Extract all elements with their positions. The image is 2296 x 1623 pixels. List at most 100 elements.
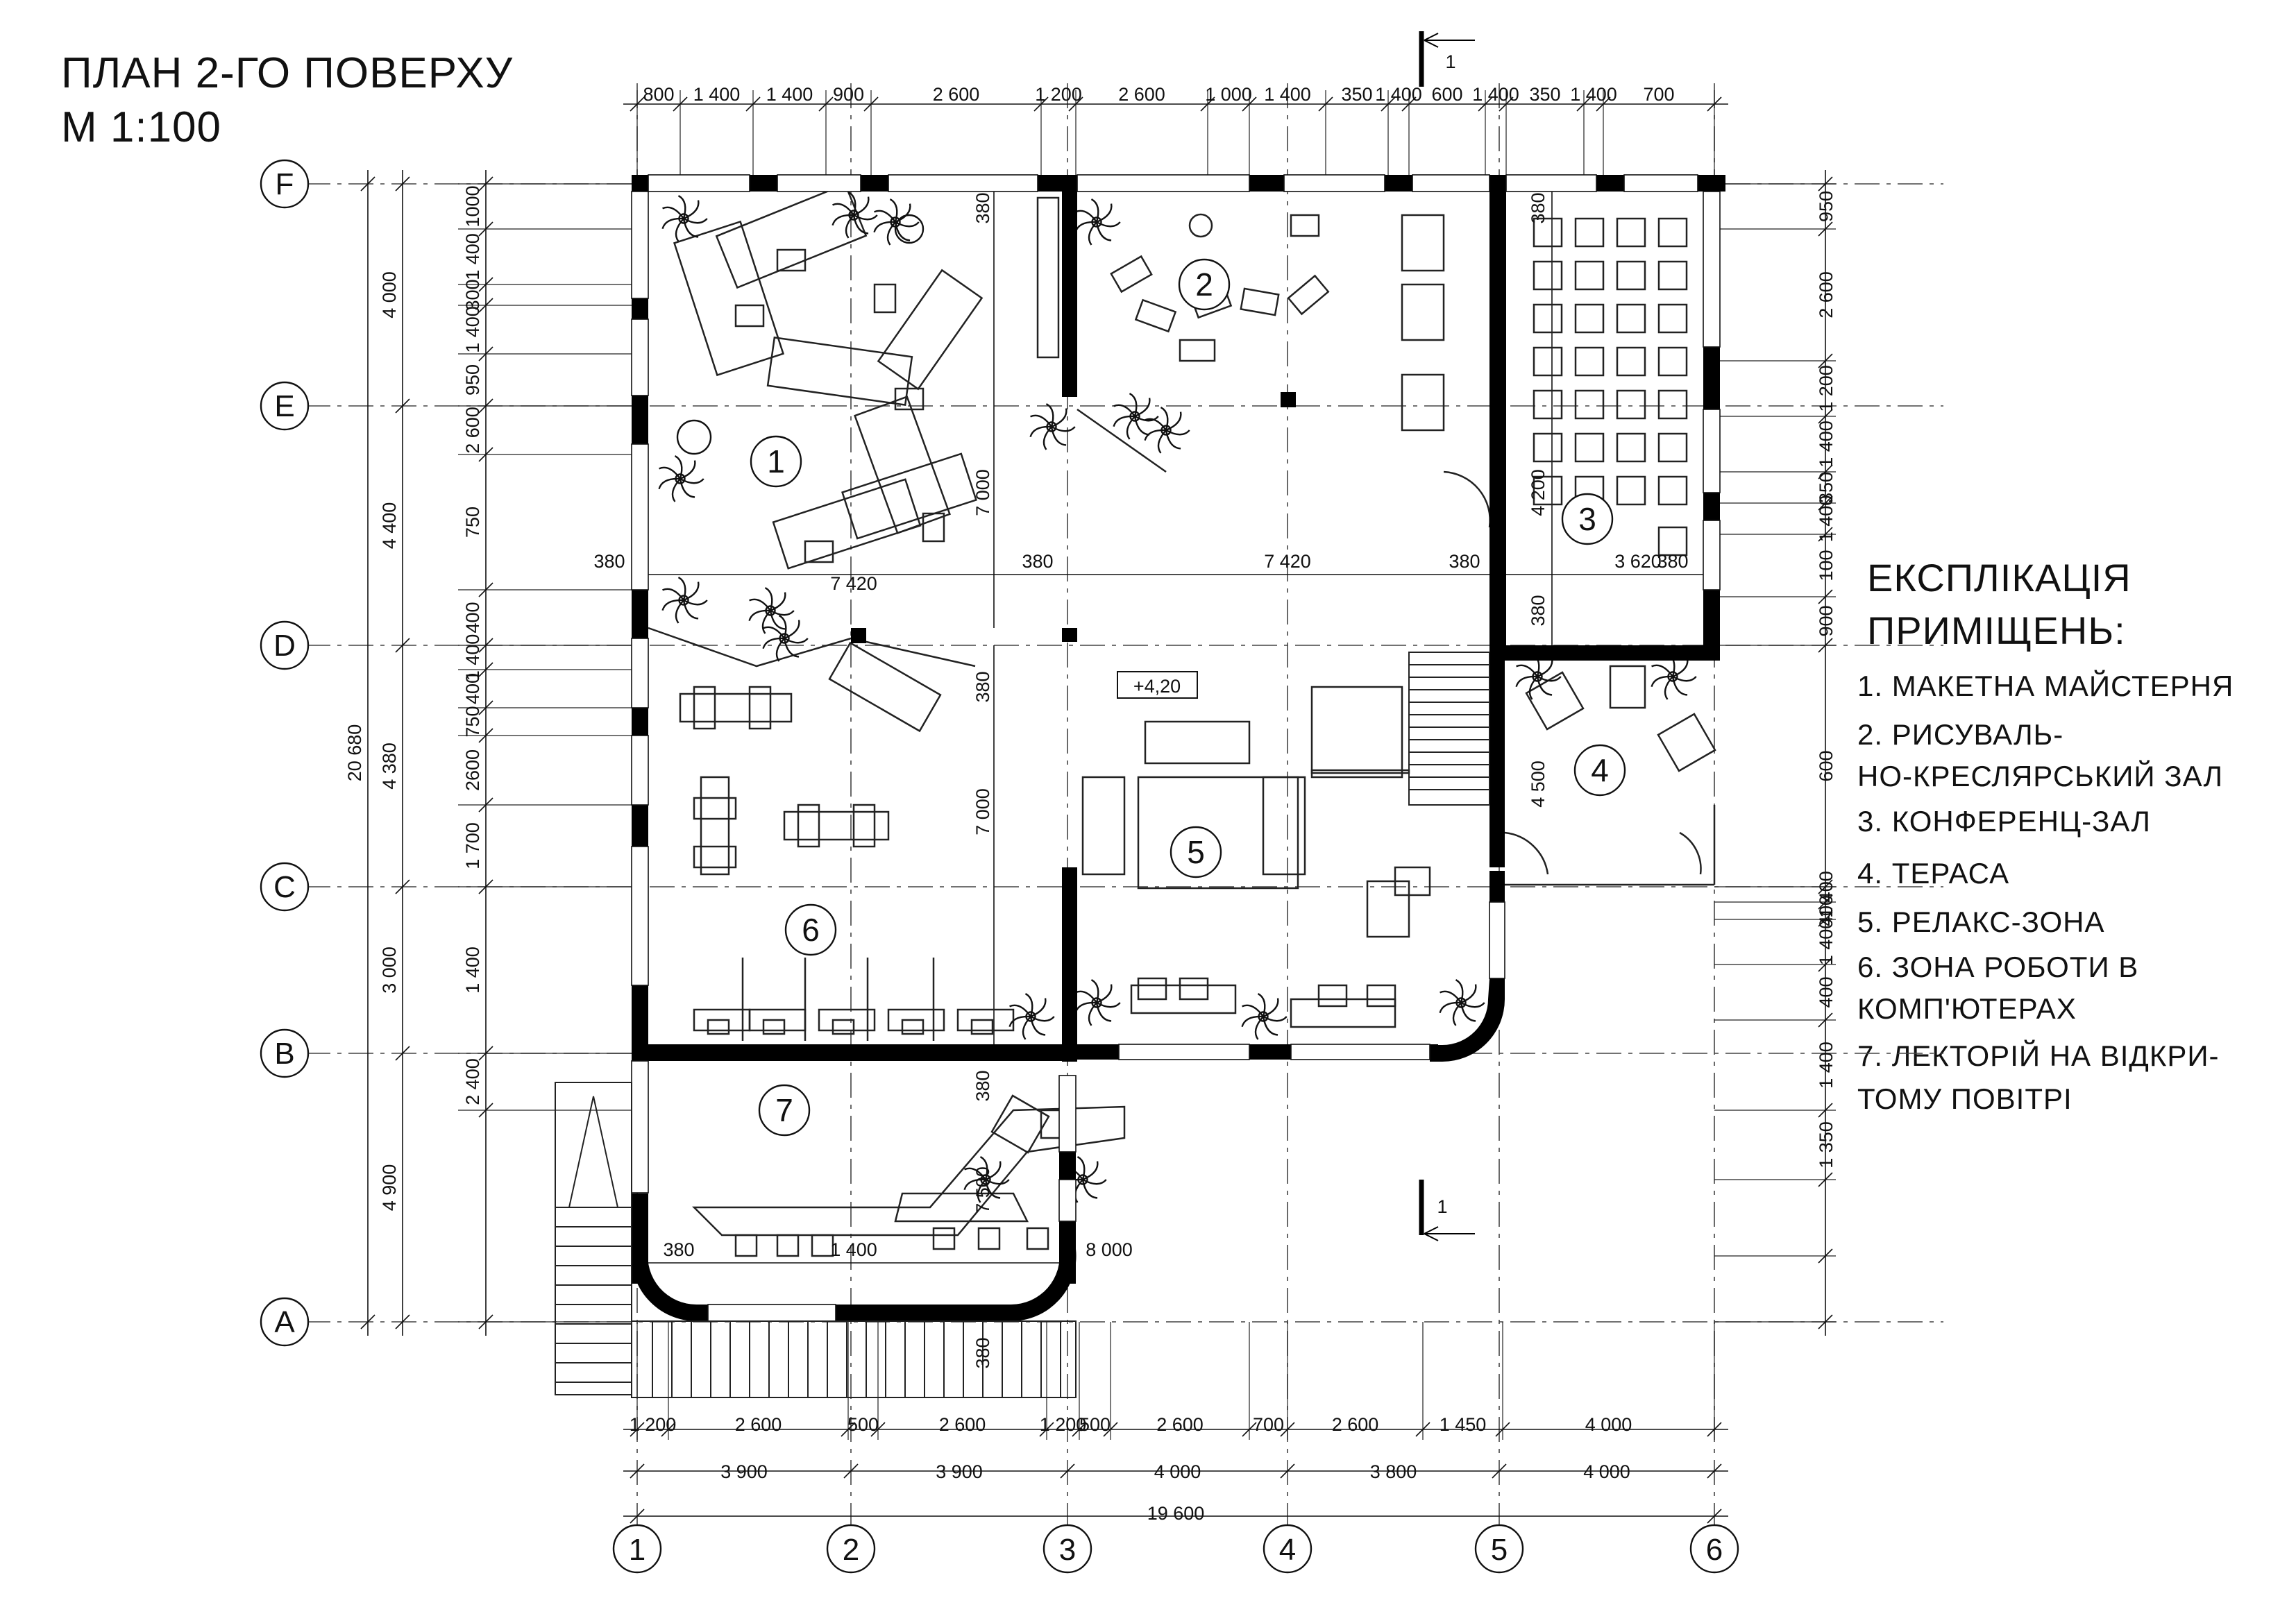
wall-pier bbox=[1489, 444, 1505, 472]
dimension-tick bbox=[1280, 1422, 1295, 1437]
plant-leaf bbox=[671, 478, 681, 502]
furniture-item bbox=[1110, 255, 1153, 294]
furniture-item bbox=[1533, 346, 1563, 377]
dimension-label: 1 400 bbox=[693, 84, 741, 105]
plant-leaf bbox=[1088, 1002, 1097, 1026]
section-label: 1 bbox=[1445, 51, 1455, 72]
furniture-item bbox=[1574, 260, 1605, 291]
dimension-label: 700 bbox=[1643, 84, 1674, 105]
dimension-tick bbox=[1818, 464, 1833, 479]
dimension-label: 500 bbox=[1079, 1414, 1111, 1435]
dimension-label-interior: 380 bbox=[1022, 551, 1053, 572]
plant-leaf bbox=[1134, 398, 1151, 418]
plant-leaf bbox=[1082, 1178, 1107, 1185]
plant-leaf bbox=[661, 599, 684, 611]
room-number-circle bbox=[1170, 826, 1222, 878]
room-number-circle bbox=[758, 1084, 811, 1137]
furniture-item bbox=[715, 182, 868, 289]
explication-item: ТОМУ ПОВІТРІ bbox=[1857, 1082, 2073, 1115]
dimension-tick bbox=[395, 879, 410, 894]
axis-bubble-column bbox=[1263, 1524, 1312, 1574]
lecture-bench bbox=[691, 1105, 1126, 1237]
wall-curved-room7-east bbox=[999, 1235, 1077, 1322]
dimension-tick bbox=[1242, 96, 1257, 112]
furniture-item bbox=[1657, 526, 1688, 556]
dimension-label: 2 600 bbox=[933, 84, 980, 105]
furniture-item bbox=[1401, 373, 1445, 432]
wall-room7-east-a bbox=[1059, 1152, 1076, 1180]
stair-flight bbox=[555, 1082, 632, 1395]
wall-pier-north bbox=[1385, 175, 1412, 192]
furniture-item bbox=[804, 540, 834, 563]
dimension-label: 900 bbox=[1816, 605, 1837, 636]
window bbox=[631, 318, 649, 396]
dimension-tick bbox=[1068, 96, 1083, 112]
section-arrow-head bbox=[1424, 1226, 1439, 1241]
plant-leaf bbox=[852, 214, 869, 235]
plant-leaf bbox=[1029, 1016, 1046, 1036]
furniture-item bbox=[922, 512, 945, 543]
furniture-item bbox=[1130, 984, 1237, 1014]
room-number-circle bbox=[1561, 493, 1614, 545]
axis-label-row: A bbox=[274, 1305, 295, 1339]
plant-leaf bbox=[784, 637, 809, 644]
plant-leaf bbox=[1257, 992, 1266, 1017]
dimension-tick bbox=[841, 1422, 856, 1437]
plant-leaf bbox=[1528, 676, 1538, 700]
plant-leaf bbox=[1096, 203, 1113, 223]
wall-pier-west bbox=[632, 590, 648, 638]
plant-leaf bbox=[1043, 426, 1052, 450]
plant-leaf bbox=[1113, 415, 1136, 427]
dimension-label-interior: 380 bbox=[663, 1239, 694, 1260]
dimension-label: 1 400 bbox=[462, 306, 483, 353]
furniture-item bbox=[707, 1019, 730, 1035]
furniture-item bbox=[1179, 339, 1216, 362]
dimension-tick bbox=[630, 1422, 645, 1437]
furniture-item bbox=[970, 1019, 994, 1035]
plant-pot bbox=[1091, 997, 1102, 1008]
dimension-label: 3 900 bbox=[936, 1461, 983, 1482]
plant-leaf bbox=[853, 214, 878, 221]
dimension-label: 1000 bbox=[462, 185, 483, 227]
furniture-item bbox=[1144, 720, 1251, 765]
plant-leaf bbox=[886, 221, 896, 246]
planter-round bbox=[894, 214, 925, 244]
dimension-label: 4 400 bbox=[379, 502, 400, 550]
furniture-item bbox=[811, 1234, 834, 1257]
plant-leaf bbox=[845, 214, 854, 239]
dimension-label: 700 bbox=[1253, 1414, 1284, 1435]
dimension-label: 1 400 bbox=[1570, 84, 1617, 105]
furniture-item bbox=[1310, 686, 1403, 779]
dimension-tick bbox=[1707, 1509, 1722, 1524]
furniture-item bbox=[1179, 977, 1209, 1001]
furniture-item bbox=[887, 1008, 945, 1032]
plant-leaf bbox=[1095, 1002, 1112, 1022]
room-number: 3 bbox=[1578, 501, 1596, 537]
dimension-tick bbox=[1478, 96, 1493, 112]
furniture-item bbox=[977, 1227, 1001, 1250]
plant-leaf bbox=[679, 478, 695, 498]
plan-title: ПЛАН 2-ГО ПОВЕРХУ bbox=[61, 49, 514, 97]
stair-flight bbox=[1408, 652, 1490, 806]
plant-leaf bbox=[675, 600, 684, 624]
explication-item: КОМП'ЮТЕРАХ bbox=[1857, 992, 2077, 1025]
room-number: 6 bbox=[802, 912, 820, 948]
door-swing bbox=[1443, 470, 1491, 528]
axis-bubble-row bbox=[260, 862, 310, 912]
dimension-label-interior: 380 bbox=[972, 671, 993, 702]
dimension-label: 1 200 bbox=[1816, 365, 1837, 412]
dimension-tick bbox=[630, 1509, 645, 1524]
plant-leaf bbox=[1129, 392, 1138, 417]
dimension-label: 2 600 bbox=[939, 1414, 986, 1435]
plant-leaf bbox=[783, 638, 800, 658]
plant-leaf bbox=[1090, 978, 1099, 1003]
plant-pot bbox=[1532, 671, 1543, 682]
furniture-item bbox=[1574, 432, 1605, 463]
plant-leaf bbox=[1096, 221, 1121, 228]
plant-leaf bbox=[1460, 1002, 1476, 1022]
window bbox=[1703, 409, 1721, 493]
dimension-tick bbox=[395, 176, 410, 192]
dimension-tick bbox=[1818, 912, 1833, 927]
furniture-item bbox=[673, 220, 785, 377]
